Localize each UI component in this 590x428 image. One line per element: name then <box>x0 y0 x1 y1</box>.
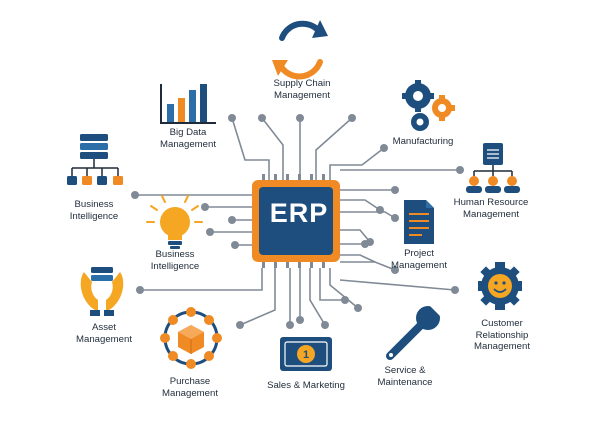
server-network-icon <box>67 134 123 185</box>
gears-icon <box>402 80 455 131</box>
document-icon <box>404 200 434 244</box>
sync-arrows-icon <box>272 20 328 80</box>
label-bi-bulb: Business Intelligence <box>150 249 200 272</box>
label-human-resource: Human Resource Management <box>453 197 529 220</box>
svg-text:1: 1 <box>303 349 309 361</box>
label-supply-chain: Supply Chain Management <box>273 78 331 101</box>
erp-label: ERP <box>269 198 329 228</box>
cube-network-icon <box>160 307 222 369</box>
label-sales: Sales & Marketing <box>267 380 345 391</box>
org-chart-icon <box>466 143 520 193</box>
banknote-icon: 1 <box>280 337 332 371</box>
connector-dots <box>131 114 464 329</box>
smiley-gear-icon <box>478 262 522 310</box>
erp-chip <box>252 174 340 268</box>
label-crm: Customer Relationship Management <box>474 318 530 352</box>
lightbulb-icon <box>146 195 203 249</box>
label-manufacturing: Manufacturing <box>392 136 454 147</box>
label-bi-net: Business Intelligence <box>69 199 119 222</box>
label-big-data: Big Data Management <box>160 127 216 150</box>
hands-server-icon <box>80 267 124 316</box>
label-project: Project Management <box>391 248 447 271</box>
bar-chart-icon <box>160 84 216 124</box>
label-asset: Asset Management <box>76 322 132 345</box>
label-service: Service & Maintenance <box>377 365 433 388</box>
wrench-icon <box>386 306 442 360</box>
label-purchase: Purchase Management <box>162 376 218 399</box>
